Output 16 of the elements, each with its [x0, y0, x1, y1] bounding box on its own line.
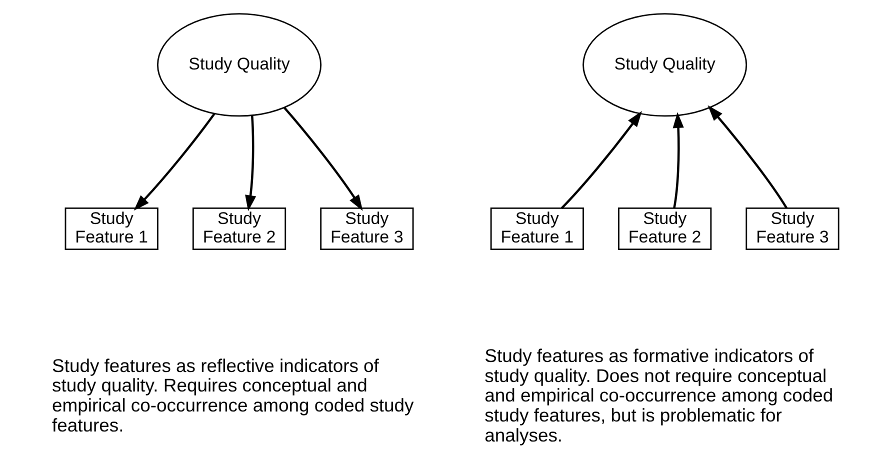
node-box: Study Feature 2: [618, 207, 712, 250]
node-ellipse: Study Quality: [582, 13, 747, 117]
arrow: [244, 115, 256, 212]
label: Study features as reflective indicators of study quality. Requires conceptual and empirical co-occurrence among coded study features.: [52, 354, 414, 436]
arrow: [283, 107, 362, 211]
arrow: [560, 110, 642, 209]
arrow: [672, 112, 684, 208]
node-box: Study Feature 1: [64, 207, 158, 250]
arrow: [707, 105, 787, 209]
node-box: Study Feature 3: [745, 207, 839, 250]
node-box: Study Feature 3: [320, 207, 414, 250]
label: Study features as formative indicators of study quality. Does not require conceptual and empirical co-occurrence among coded study features, but is problematic for analyses.: [484, 344, 833, 446]
node-box: Study Feature 1: [490, 207, 584, 250]
node-ellipse: Study Quality: [156, 13, 322, 117]
arrow: [133, 113, 215, 211]
node-box: Study Feature 2: [192, 207, 286, 250]
